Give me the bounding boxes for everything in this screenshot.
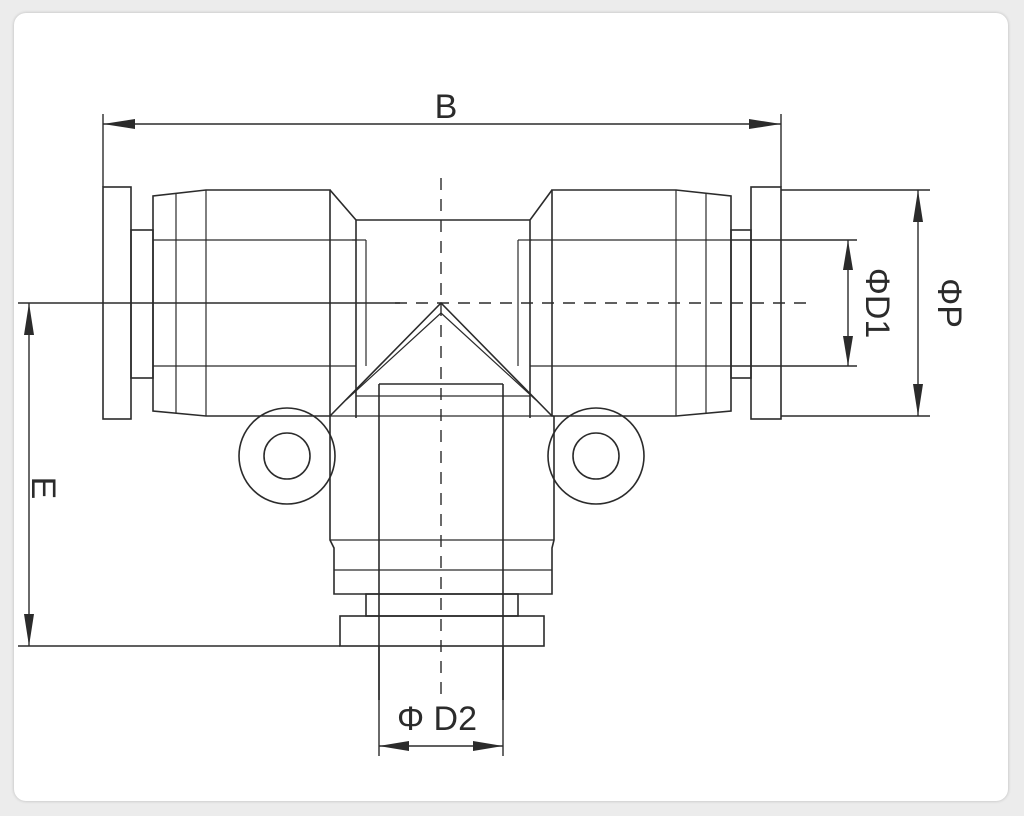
label-phi-d2: Φ D2 [397, 700, 477, 738]
dimension-phi-p [781, 189, 930, 417]
dimension-e [18, 302, 400, 647]
label-e: E [24, 477, 62, 500]
dimension-phi-d1 [731, 239, 857, 367]
vertical-branch [329, 301, 555, 700]
left-mounting-ear [238, 407, 336, 505]
center-lines [395, 178, 808, 700]
drawing-card [14, 13, 1008, 801]
right-mounting-ear [547, 407, 645, 505]
dimension-phi-d2 [378, 646, 504, 756]
label-phi-p: ΦP [930, 278, 968, 328]
label-phi-d1: ΦD1 [858, 268, 896, 339]
label-b: B [435, 88, 458, 126]
dimension-b [102, 114, 782, 187]
